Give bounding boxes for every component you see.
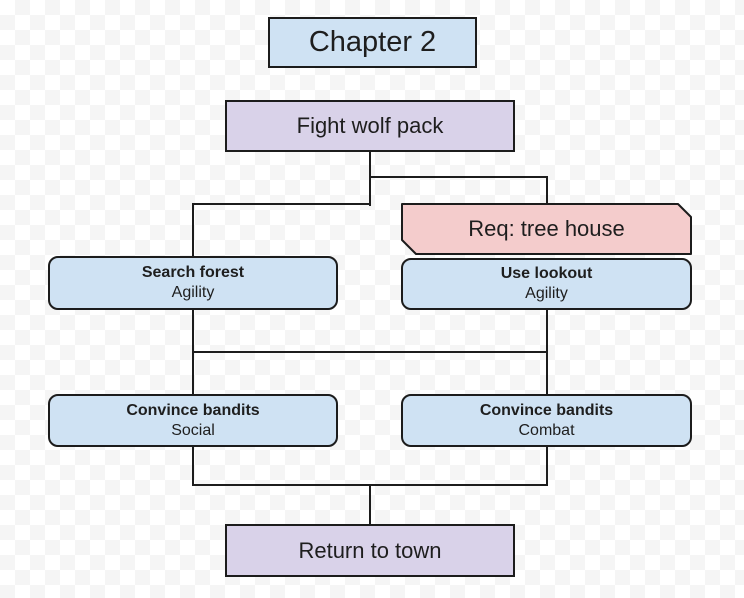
connector-return-stem: [369, 484, 371, 525]
node-return-to-town: Return to town: [225, 524, 515, 577]
convince-bandits-combat-title: Convince bandits: [479, 401, 614, 419]
connector-left-branch-h: [192, 203, 371, 205]
chapter-title-label: Chapter 2: [308, 26, 437, 58]
use-lookout-skill: Agility: [525, 285, 568, 302]
fight-wolf-pack-label: Fight wolf pack: [296, 113, 444, 138]
node-search-forest: Search forest Agility: [48, 256, 338, 310]
connector-right-branch-v: [546, 176, 548, 204]
req-tree-house-label: Req: tree house: [468, 216, 625, 241]
connector-cross-link: [192, 351, 548, 353]
node-convince-bandits-social: Convince bandits Social: [48, 394, 338, 447]
connector-social-down: [192, 446, 194, 486]
search-forest-title: Search forest: [141, 264, 245, 281]
search-forest-skill: Agility: [171, 284, 215, 301]
connector-fight-stem: [369, 152, 371, 206]
node-fight-wolf-pack: Fight wolf pack: [225, 100, 515, 152]
node-convince-bandits-combat: Convince bandits Combat: [401, 394, 692, 447]
connector-combat-down: [546, 446, 548, 486]
convince-bandits-social-title: Convince bandits: [126, 401, 260, 419]
note-shape: [401, 203, 692, 255]
connector-right-branch-h: [369, 176, 548, 178]
node-use-lookout: Use lookout Agility: [401, 258, 692, 310]
convince-bandits-social-skill: Social: [171, 421, 215, 439]
convince-bandits-combat-skill: Combat: [518, 421, 575, 439]
use-lookout-title: Use lookout: [500, 265, 593, 282]
return-to-town-label: Return to town: [298, 537, 442, 563]
connector-left-branch-v: [192, 203, 194, 258]
note-req-tree-house: Req: tree house: [401, 203, 692, 255]
node-chapter-2: Chapter 2: [268, 17, 477, 68]
